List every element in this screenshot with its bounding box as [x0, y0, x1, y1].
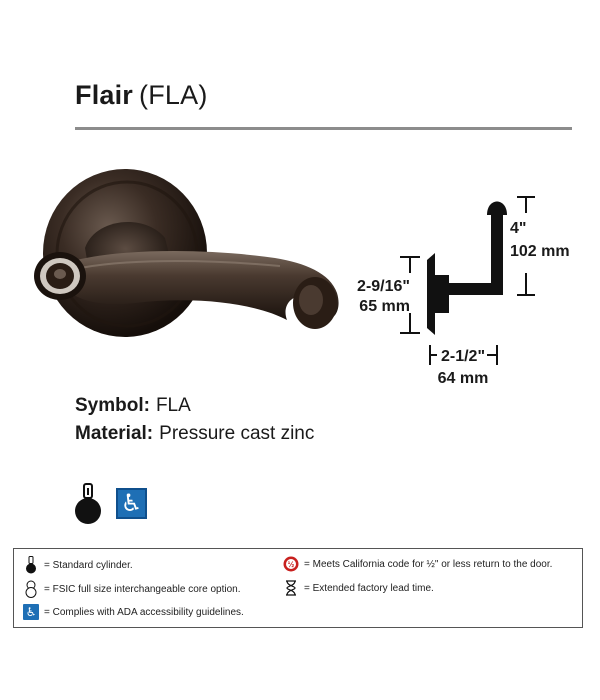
symbol-label: Symbol:: [75, 395, 150, 416]
spec-symbol: Symbol:FLA: [75, 395, 191, 417]
standard-cylinder-icon: [75, 483, 101, 524]
legend-ada: ♿ = Complies with ADA accessibility guid…: [22, 604, 244, 620]
ada-icon: ♿: [116, 488, 147, 519]
legend-ada-text: = Complies with ADA accessibility guidel…: [44, 606, 244, 618]
legend-lead-time-text: = Extended factory lead time.: [304, 582, 434, 594]
material-value: Pressure cast zinc: [159, 423, 315, 444]
dim-projection-in: 2-1/2": [441, 348, 485, 365]
ada-icon: ♿: [23, 604, 39, 620]
symbol-value: FLA: [155, 395, 191, 416]
legend-standard-cylinder: = Standard cylinder.: [22, 556, 133, 574]
dim-lever-height-in: 4": [510, 220, 526, 237]
legend-california-text: = Meets California code for ½" or less r…: [304, 558, 553, 570]
material-label: Material:: [75, 423, 154, 444]
legend-fsic: = FSIC full size interchangeable core op…: [22, 580, 241, 598]
standard-cylinder-icon: [22, 556, 40, 574]
dimension-drawing: 2-9/16" 65 mm 4" 102 mm 2-1/2" 64 mm: [357, 196, 570, 387]
dim-rose-height-mm: 65 mm: [359, 298, 410, 315]
legend-box: = Standard cylinder. = FSIC full size in…: [13, 548, 583, 628]
fsic-core-icon: [22, 580, 40, 598]
lever-handle-image: [34, 169, 339, 337]
legend-lead-time: = Extended factory lead time.: [282, 580, 434, 596]
spec-material: Material:Pressure cast zinc: [75, 423, 314, 445]
svg-text:½: ½: [288, 560, 295, 569]
product-code: (FLA): [139, 80, 208, 110]
product-title: Flair(FLA): [75, 80, 208, 111]
legend-fsic-text: = FSIC full size interchangeable core op…: [44, 583, 241, 595]
dim-projection-mm: 64 mm: [438, 370, 489, 387]
dim-lever-height-mm: 102 mm: [510, 243, 570, 260]
legend-california: ½ = Meets California code for ½" or less…: [282, 556, 552, 572]
dim-rose-height-in: 2-9/16": [357, 278, 410, 295]
product-name: Flair: [75, 80, 134, 110]
hourglass-icon: [282, 580, 300, 596]
title-divider: [75, 127, 572, 130]
california-code-icon: ½: [282, 556, 300, 572]
legend-standard-cylinder-text: = Standard cylinder.: [44, 559, 133, 571]
